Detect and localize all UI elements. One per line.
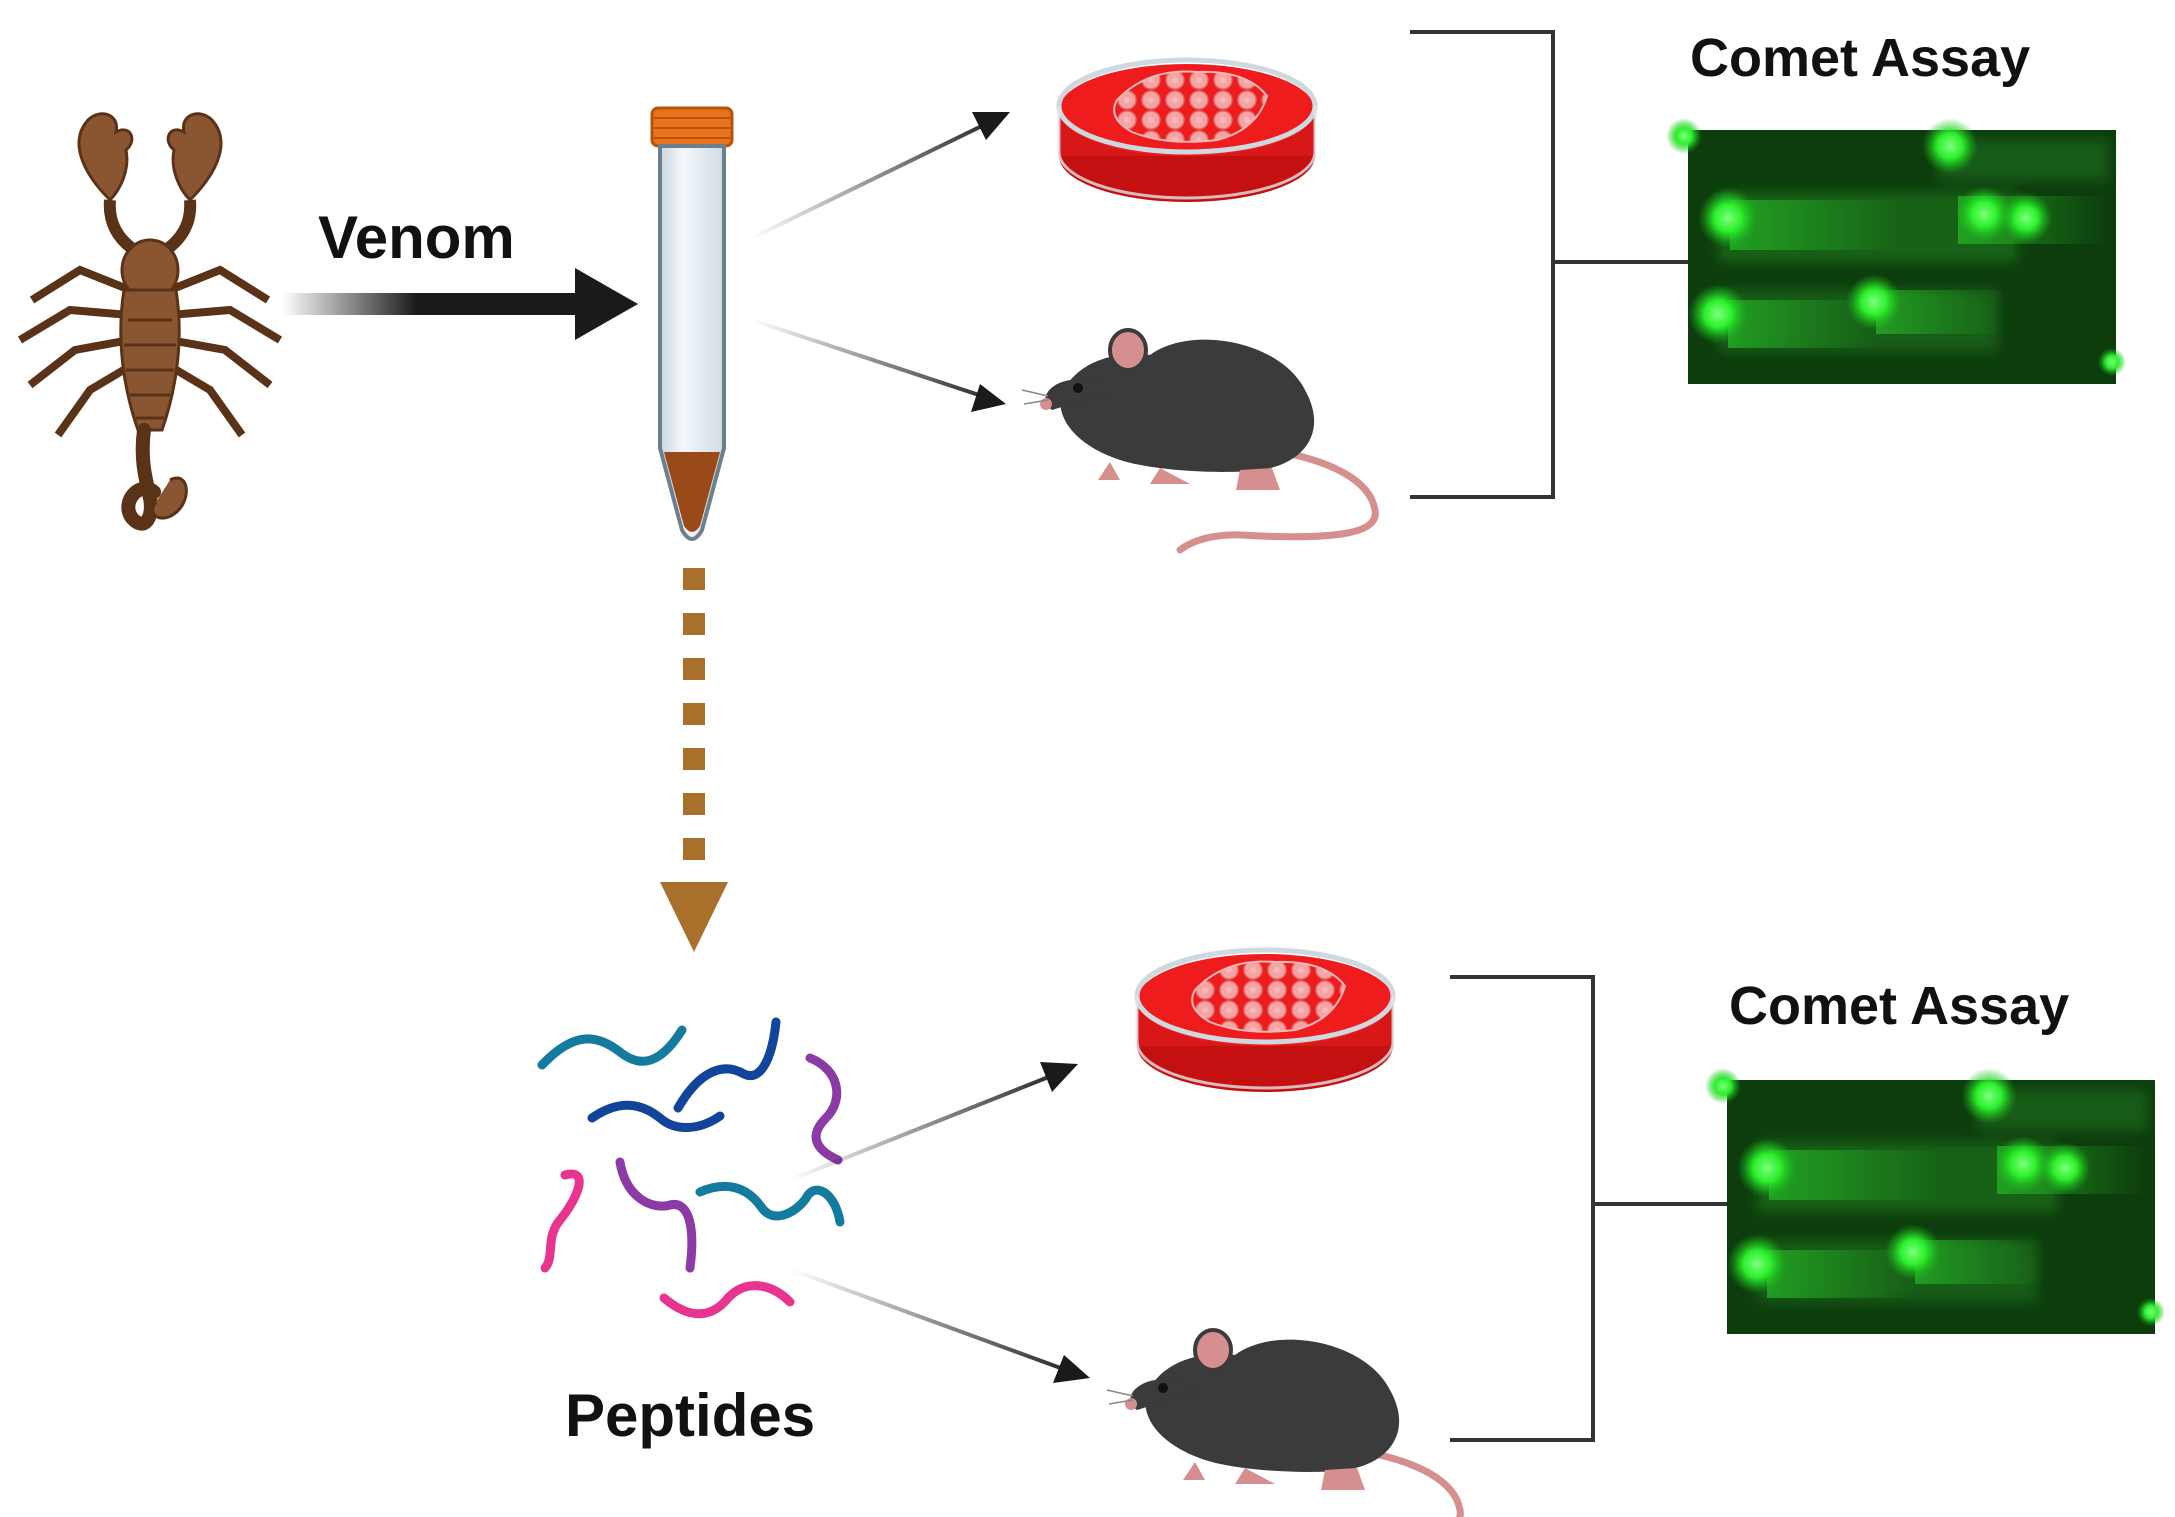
arrow-to-cells-top xyxy=(751,112,1010,240)
comet-assay-micrograph xyxy=(1666,118,2126,384)
bracket-bottom xyxy=(1450,975,1728,1442)
venom-label: Venom xyxy=(318,204,515,271)
scorpion-icon xyxy=(17,112,283,531)
centrifuge-tube-icon xyxy=(650,106,734,541)
arrow-to-cells-bottom xyxy=(789,1062,1078,1182)
bracket-top xyxy=(1410,30,1690,499)
peptides-icon xyxy=(537,1017,845,1319)
venom-arrow xyxy=(282,268,638,340)
petri-dish-icon xyxy=(1059,60,1315,202)
dotted-arrow xyxy=(660,568,728,952)
comet-assay-title-bottom: Comet Assay xyxy=(1729,976,2069,1036)
arrow-to-mouse-top xyxy=(751,318,1006,412)
comet-assay-title-top: Comet Assay xyxy=(1690,28,2030,88)
petri-dish-icon xyxy=(1137,950,1393,1092)
comet-assay-micrograph xyxy=(1705,1068,2165,1334)
arrow-to-mouse-bottom xyxy=(791,1268,1090,1383)
mouse-icon xyxy=(1107,1330,1460,1517)
mouse-icon xyxy=(1022,330,1375,550)
peptides-label: Peptides xyxy=(565,1382,815,1449)
